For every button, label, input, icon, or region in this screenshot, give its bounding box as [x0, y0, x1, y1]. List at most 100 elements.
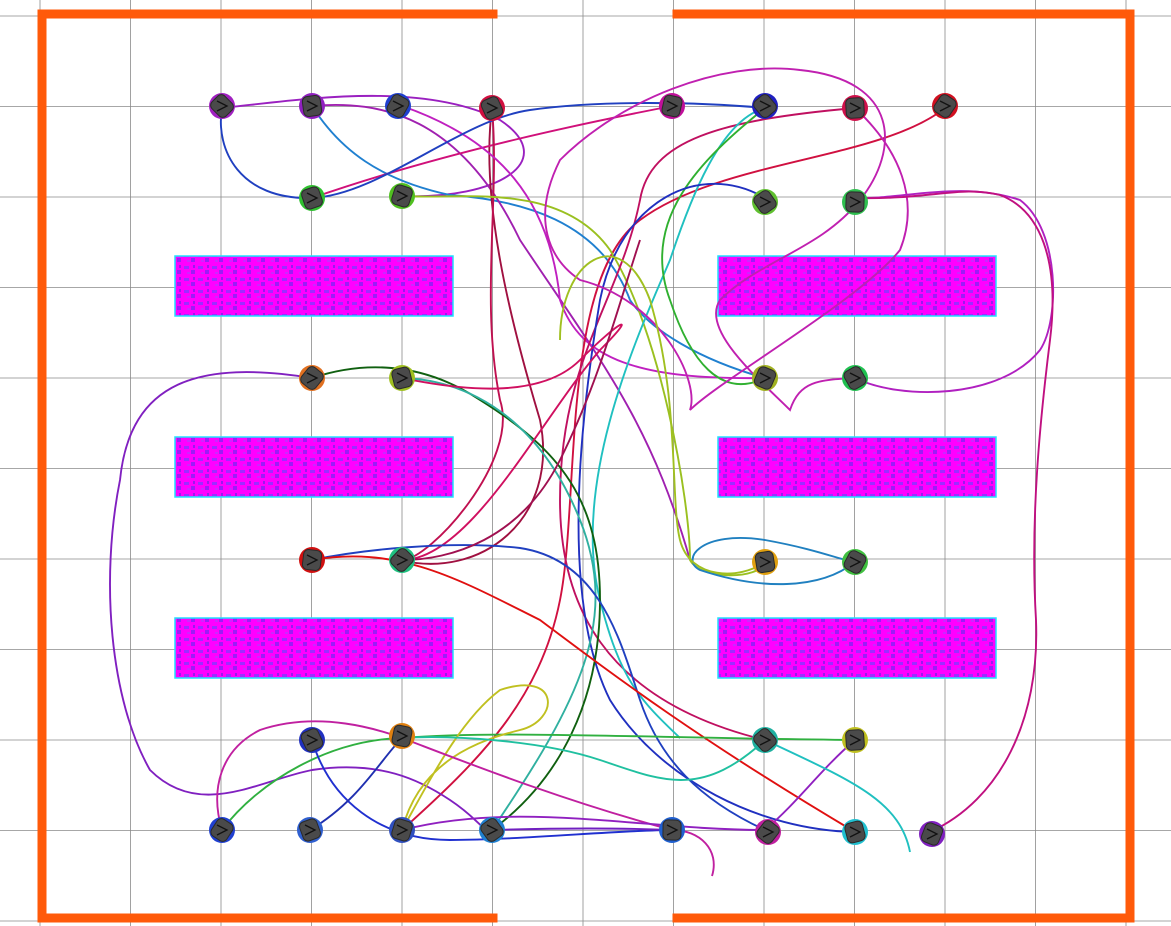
heading-arrow-icon [306, 100, 319, 112]
trajectory-33 [854, 190, 1054, 833]
robot-r20 [842, 549, 868, 575]
robot-r16 [842, 365, 868, 391]
robot-body [391, 818, 413, 842]
heading-arrow-icon [926, 828, 939, 840]
robot-body [300, 728, 324, 752]
robot-body [754, 550, 776, 574]
heading-arrow-icon [306, 554, 319, 566]
heading-arrow-icon [759, 372, 772, 384]
heading-arrow-icon [666, 100, 679, 112]
robot-body [390, 548, 414, 572]
heading-arrow-icon [849, 556, 862, 568]
trajectory-15 [544, 67, 909, 412]
robot-r3 [385, 93, 411, 119]
heading-arrow-icon [306, 372, 319, 384]
heading-arrow-icon [762, 826, 775, 838]
shelf-left-3 [174, 617, 454, 679]
robot-body [300, 366, 324, 390]
heading-arrow-icon [849, 826, 862, 838]
heading-arrow-icon [306, 734, 319, 746]
robot-fleet [209, 93, 958, 847]
robot-body [480, 818, 504, 842]
robot-r28 [479, 817, 505, 843]
heading-arrow-icon [486, 102, 499, 114]
trajectory-29 [216, 720, 715, 877]
robot-r15 [752, 365, 778, 391]
trajectory-22 [401, 239, 641, 561]
robot-r23 [752, 727, 778, 753]
robot-body [391, 184, 413, 208]
robot-body [391, 366, 413, 390]
robot-body [386, 94, 410, 118]
trajectory-6 [401, 107, 504, 561]
heading-arrow-icon [216, 100, 229, 112]
robot-body [299, 818, 321, 842]
robot-r21 [299, 727, 325, 753]
heading-arrow-icon [759, 556, 772, 568]
trajectory-34 [491, 827, 673, 831]
trajectory-24 [559, 255, 766, 575]
shelf-racks [174, 255, 997, 679]
robot-r10 [389, 183, 415, 209]
robot-r5 [659, 93, 685, 119]
robot-r22 [389, 723, 415, 749]
robot-r4 [479, 95, 505, 121]
trajectory-25 [854, 190, 1055, 393]
trajectory-17 [401, 377, 597, 831]
heading-arrow-icon [396, 730, 409, 742]
robot-r8 [932, 93, 958, 119]
trajectory-20 [311, 544, 766, 831]
trajectory-28 [311, 739, 673, 841]
trajectory-30 [401, 736, 766, 781]
shelf-right-1 [717, 255, 997, 317]
robot-r2 [299, 93, 325, 119]
robot-r6 [752, 93, 778, 119]
robot-r31 [842, 819, 868, 845]
robot-body [933, 94, 957, 118]
robot-body [661, 94, 683, 118]
robot-body [920, 822, 944, 846]
robot-r27 [389, 817, 415, 843]
trajectory-31 [309, 737, 403, 831]
robot-r18 [389, 547, 415, 573]
robot-r29 [659, 817, 685, 843]
outer-walls [37, 9, 1135, 923]
heading-arrow-icon [849, 196, 862, 208]
robot-r14 [389, 365, 415, 391]
heading-arrow-icon [849, 372, 862, 384]
robot-body [753, 366, 777, 390]
heading-arrow-icon [392, 100, 405, 112]
robot-r12 [842, 189, 868, 215]
trajectory-19 [109, 371, 493, 831]
heading-arrow-icon [759, 734, 772, 746]
robot-body [844, 820, 866, 844]
trajectory-1 [221, 94, 525, 198]
heading-arrow-icon [396, 372, 409, 384]
robot-r19 [752, 549, 778, 575]
heading-arrow-icon [216, 824, 229, 836]
trajectory-27 [401, 684, 549, 831]
robot-r13 [299, 365, 325, 391]
robot-body [753, 94, 777, 118]
robot-r26 [297, 817, 323, 843]
trajectory-8 [401, 107, 946, 831]
robot-r24 [842, 727, 868, 753]
trajectory-35 [764, 739, 911, 853]
robot-body [391, 724, 413, 748]
heading-arrow-icon [396, 824, 409, 836]
robot-r25 [209, 817, 235, 843]
trajectory-18 [401, 323, 623, 561]
heading-arrow-icon [849, 102, 862, 114]
trajectory-3 [311, 103, 691, 561]
trajectory-21 [311, 555, 856, 833]
robot-body [756, 820, 780, 844]
robot-body [753, 728, 777, 752]
trajectory-5 [311, 105, 673, 199]
robot-body [843, 366, 867, 390]
shelf-left-1 [174, 255, 454, 317]
robot-body [301, 549, 323, 571]
trajectory-9 [220, 102, 766, 199]
robot-trajectories [109, 67, 1055, 877]
heading-arrow-icon [849, 734, 862, 746]
heading-arrow-icon [759, 196, 772, 208]
